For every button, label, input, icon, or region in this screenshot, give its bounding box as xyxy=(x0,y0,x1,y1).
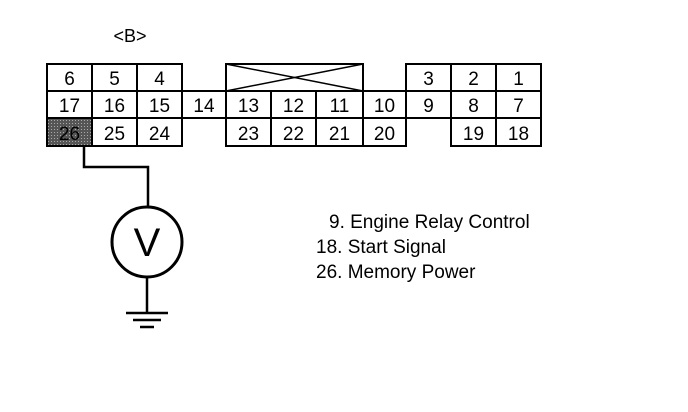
voltmeter-symbol: V xyxy=(134,221,161,265)
pin-number-22: 22 xyxy=(283,124,304,145)
pin-number-9: 9 xyxy=(423,96,434,117)
pin-number-10: 10 xyxy=(374,96,395,117)
pin-number-23: 23 xyxy=(238,124,259,145)
pin-number-11: 11 xyxy=(330,96,350,117)
pin-cell-16 xyxy=(91,90,138,119)
pin-number-15: 15 xyxy=(149,96,170,117)
pin-number-12: 12 xyxy=(283,96,304,117)
pin-number-1: 1 xyxy=(513,69,524,90)
pin-cell-21 xyxy=(315,117,364,147)
pin-cell-23 xyxy=(225,117,272,147)
pin-cell-8 xyxy=(450,90,497,119)
voltmeter-icon: V xyxy=(110,205,184,279)
pin-cell-1 xyxy=(495,63,542,92)
pin-number-24: 24 xyxy=(149,124,171,145)
pin-cell-24 xyxy=(136,117,183,147)
pin-number-26: 26 xyxy=(59,124,80,145)
pin-number-17: 17 xyxy=(59,96,80,117)
pin-number-25: 25 xyxy=(104,124,125,145)
pin-cell-14 xyxy=(181,90,227,119)
pin-number-3: 3 xyxy=(423,69,434,90)
pin-number-6: 6 xyxy=(64,69,75,90)
ground-icon xyxy=(126,311,168,329)
pin-number-4: 4 xyxy=(154,69,165,90)
pin-number-19: 19 xyxy=(463,124,484,145)
pin-cell-7 xyxy=(495,90,542,119)
pin-cell-19 xyxy=(450,117,497,147)
pin-number-16: 16 xyxy=(104,96,125,117)
connector-label: <B> xyxy=(113,26,146,46)
pin-number-8: 8 xyxy=(468,96,479,117)
pin-number-2: 2 xyxy=(468,69,479,90)
pin-number-18: 18 xyxy=(508,124,529,145)
probe-wire xyxy=(82,146,150,207)
pin-number-7: 7 xyxy=(513,96,524,117)
pin-number-20: 20 xyxy=(374,124,395,145)
pin-number-13: 13 xyxy=(238,96,259,117)
pin-number-14: 14 xyxy=(193,96,215,117)
pin-cell-18 xyxy=(495,117,542,147)
pin-number-5: 5 xyxy=(109,69,120,90)
pin-cell-25 xyxy=(91,117,138,147)
pin-number-21: 21 xyxy=(329,124,350,145)
pin-cell-20 xyxy=(362,117,407,147)
connector-cells xyxy=(46,63,542,147)
blocked-cavity-cross xyxy=(225,63,364,92)
